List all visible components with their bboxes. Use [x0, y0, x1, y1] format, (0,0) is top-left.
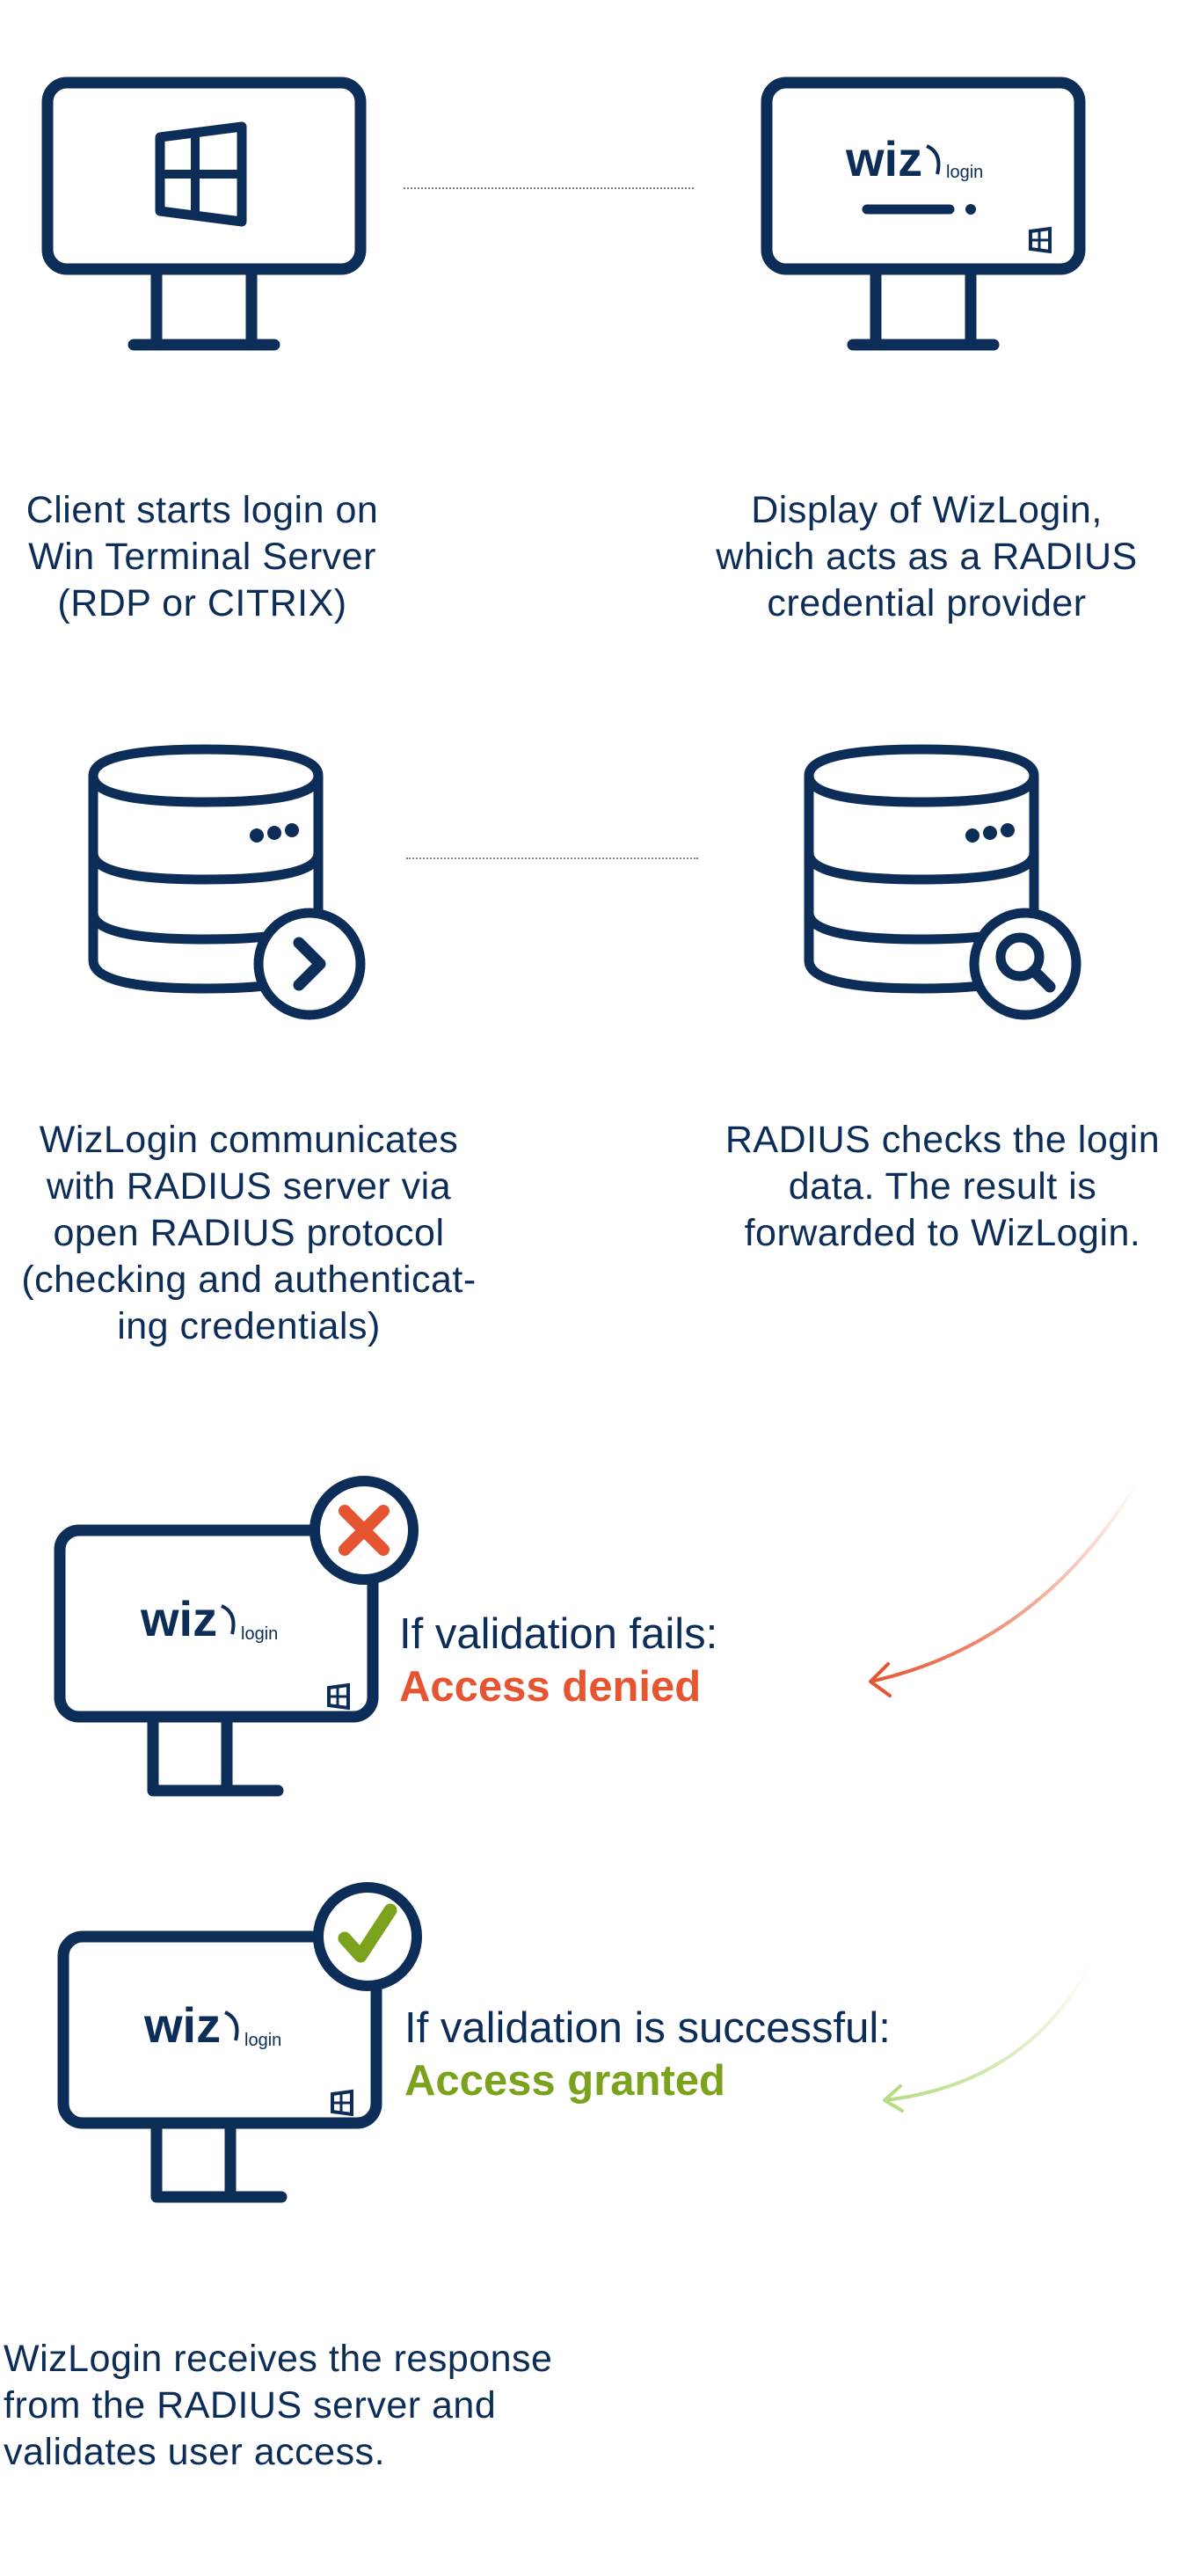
denied-monitor-icon: wiz login [54, 1476, 424, 1810]
wizlogin-monitor-icon: wiz login [761, 77, 1096, 359]
granted-arrow-icon [876, 1961, 1096, 2120]
step-display-wizlogin: Display of WizLogin, which acts as a RAD… [716, 489, 1138, 624]
windows-mini-icon [1029, 226, 1052, 254]
fail-condition: If validation fails: [399, 1610, 718, 1658]
windows-mini-icon [327, 1682, 350, 1711]
connector-line [404, 187, 694, 189]
database-forward-icon [84, 741, 375, 1031]
windows-monitor-icon [41, 77, 376, 359]
windows-mini-icon [331, 2089, 353, 2117]
checkmark-icon [338, 1903, 397, 1963]
success-condition: If validation is successful: [404, 2004, 891, 2052]
step-client-login: Client starts login on Win Terminal Serv… [25, 489, 379, 624]
wiz-logo: wiz [140, 1591, 217, 1646]
connector-line [406, 857, 698, 859]
login-logo-suffix: login [244, 2031, 281, 2050]
step-communicates: WizLogin communicates with RADIUS server… [21, 1119, 477, 1347]
fail-outcome: If validation fails: Access denied [399, 1608, 892, 1713]
wiz-logo: wiz [845, 131, 922, 186]
granted-monitor-icon: wiz login [57, 1882, 427, 2216]
step-receives-response: WizLogin receives the response from the … [4, 2338, 553, 2473]
success-outcome: If validation is successful: Access gran… [404, 2002, 950, 2107]
x-cross-icon [339, 1505, 390, 1556]
access-granted-label: Access granted [404, 2057, 725, 2105]
step-radius-checks: RADIUS checks the login data. The result… [725, 1119, 1161, 1254]
denied-arrow-icon [862, 1478, 1143, 1706]
wiz-logo: wiz [143, 1997, 221, 2053]
access-denied-label: Access denied [399, 1663, 702, 1711]
login-logo-suffix: login [946, 163, 983, 182]
windows-logo-icon [155, 121, 247, 227]
database-search-icon [800, 741, 1090, 1031]
login-logo-suffix: login [241, 1624, 278, 1644]
